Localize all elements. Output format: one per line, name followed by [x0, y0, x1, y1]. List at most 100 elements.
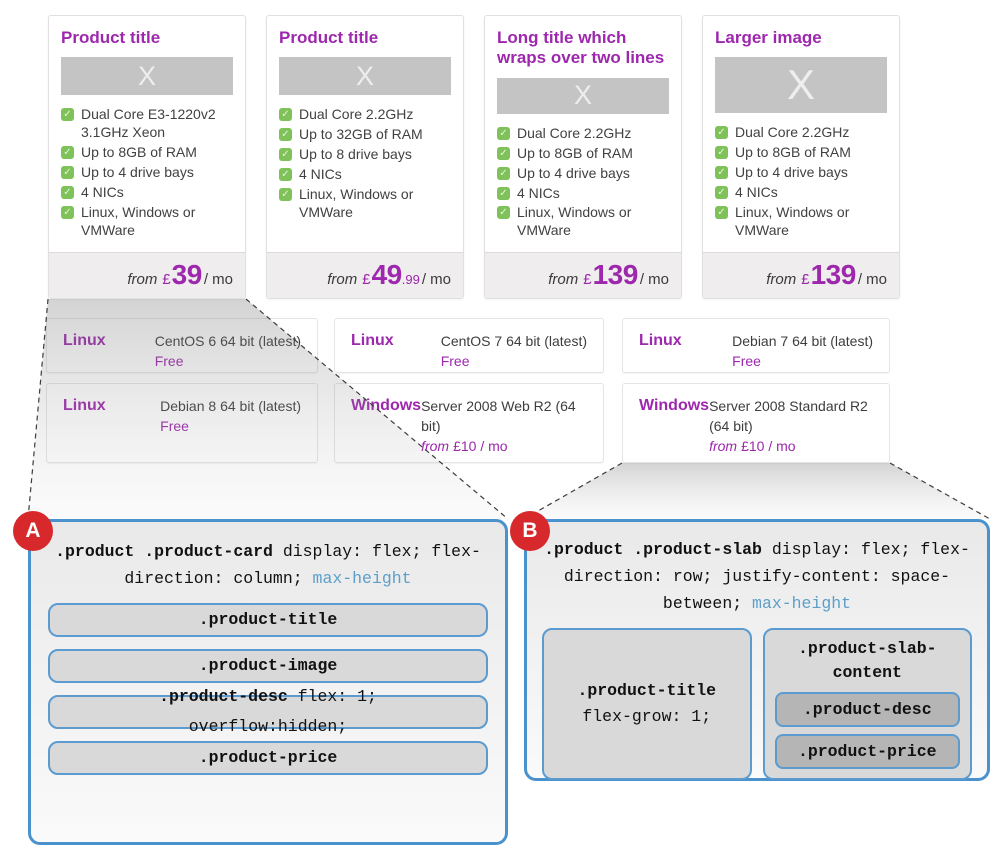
os-version: CentOS 6 64 bit (latest) — [154, 333, 301, 349]
check-icon: ✓ — [497, 206, 510, 220]
feature-text: 4 NICs — [735, 184, 778, 201]
feature-item: ✓Dual Core 2.2GHz — [279, 106, 451, 124]
check-icon: ✓ — [61, 108, 74, 122]
os-slab-centos7[interactable]: Linux CentOS 7 64 bit (latest) Free — [334, 318, 604, 373]
product-card-2[interactable]: Product title X ✓Dual Core 2.2GHz ✓Up to… — [266, 15, 464, 299]
product-feature-list: ✓Dual Core E3-1220v2 3.1GHz Xeon ✓Up to … — [61, 106, 233, 239]
feature-text: Linux, Windows or VMWare — [299, 186, 414, 220]
feature-item: ✓Up to 4 drive bays — [715, 164, 887, 182]
css-props: flex-grow: 1; — [582, 707, 712, 726]
feature-text: 4 NICs — [517, 184, 560, 201]
os-slab-server2008-standard[interactable]: Windows Server 2008 Standard R2 (64 bit)… — [622, 383, 890, 463]
callout-funnel-b — [524, 463, 990, 519]
product-price: from£139/ mo — [485, 252, 681, 298]
check-icon: ✓ — [497, 126, 510, 140]
os-slab-centos6[interactable]: Linux CentOS 6 64 bit (latest) Free — [46, 318, 318, 373]
feature-item: ✓Up to 8GB of RAM — [497, 145, 669, 163]
os-price-value: Free — [732, 352, 761, 369]
css-selector: .product-title — [577, 681, 717, 700]
feature-item: ✓Up to 8GB of RAM — [715, 144, 887, 162]
price-per-label: / mo — [857, 271, 887, 288]
price-amount: 139 — [592, 259, 639, 290]
price-from-label: from — [548, 271, 579, 288]
feature-item: ✓Up to 8GB of RAM — [61, 144, 233, 162]
check-icon: ✓ — [715, 186, 728, 200]
price-currency: £ — [162, 271, 171, 288]
feature-item: ✓4 NICs — [279, 166, 451, 184]
feature-text: Up to 8GB of RAM — [517, 144, 633, 161]
price-currency: £ — [583, 271, 592, 288]
price-amount: 49 — [371, 259, 403, 290]
check-icon: ✓ — [715, 166, 728, 180]
diagram-b-css-rule: .product .product-slab display: flex; fl… — [542, 536, 972, 617]
os-price-from: from — [421, 437, 450, 454]
os-slab-server2008-web[interactable]: Windows Server 2008 Web R2 (64 bit)from£… — [334, 383, 604, 463]
css-selector: .product .product-card — [55, 542, 273, 561]
image-x-glyph: X — [137, 60, 156, 91]
price-amount: 139 — [810, 259, 857, 290]
product-feature-list: ✓Dual Core 2.2GHz ✓Up to 8GB of RAM ✓Up … — [497, 125, 669, 240]
product-card-body: Larger image X ✓Dual Core 2.2GHz ✓Up to … — [703, 16, 899, 240]
os-slab-desc: CentOS 6 64 bit (latest) Free — [155, 332, 301, 372]
os-label: Linux — [63, 332, 106, 349]
check-icon: ✓ — [715, 206, 728, 220]
check-icon: ✓ — [715, 146, 728, 160]
os-version: CentOS 7 64 bit (latest) — [440, 333, 587, 349]
check-icon: ✓ — [61, 186, 74, 200]
css-props: flex: 1; overflow:hidden; — [188, 687, 377, 736]
os-slab-debian8[interactable]: Linux Debian 8 64 bit (latest)Free — [46, 383, 318, 463]
check-icon: ✓ — [61, 205, 74, 219]
feature-item: ✓Up to 32GB of RAM — [279, 126, 451, 144]
feature-item: ✓4 NICs — [497, 185, 669, 203]
product-image-placeholder: X — [279, 57, 451, 96]
product-image-placeholder: X — [715, 57, 887, 114]
diagram-box-product-desc: .product-desc flex: 1; overflow:hidden; — [48, 687, 488, 736]
product-card-4[interactable]: Larger image X ✓Dual Core 2.2GHz ✓Up to … — [702, 15, 900, 299]
price-decimals: .99 — [401, 272, 420, 287]
os-price-value: £10 / mo — [453, 437, 508, 454]
os-version: Server 2008 Standard R2 (64 bit) — [709, 398, 868, 434]
os-slab-desc: Server 2008 Standard R2 (64 bit) from£10 … — [709, 397, 873, 457]
os-price-value: £10 / mo — [741, 437, 796, 454]
os-slab-desc: CentOS 7 64 bit (latest) Free — [441, 332, 587, 372]
os-price-value: Free — [154, 352, 184, 369]
check-icon: ✓ — [61, 146, 74, 160]
css-props: display: flex; flex-direction: row; just… — [563, 540, 970, 613]
feature-text: Up to 4 drive bays — [517, 164, 630, 181]
feature-text: Linux, Windows or VMWare — [735, 204, 850, 238]
product-price: from£139/ mo — [703, 252, 899, 298]
css-props: display: flex; flex-direction: column; — [124, 542, 481, 588]
callout-dash-line — [889, 462, 991, 520]
badge-a: A — [13, 511, 53, 551]
os-label: Linux — [639, 332, 682, 349]
product-price: from£39/ mo — [49, 252, 245, 298]
os-slab-desc: Server 2008 Web R2 (64 bit)from£10 / mo — [421, 397, 587, 457]
os-price: from£10 / mo — [709, 437, 873, 457]
diagram-a-css-rule: .product .product-card display: flex; fl… — [53, 538, 483, 592]
os-price: Free — [441, 352, 587, 372]
diagram-box-product-price: .product-price — [48, 741, 488, 775]
os-label: Linux — [351, 332, 394, 349]
product-feature-list: ✓Dual Core 2.2GHz ✓Up to 32GB of RAM ✓Up… — [279, 106, 451, 221]
feature-item: ✓Dual Core 2.2GHz — [497, 125, 669, 143]
os-price: Free — [160, 417, 301, 437]
product-card-1[interactable]: Product title X ✓Dual Core E3-1220v2 3.1… — [48, 15, 246, 299]
diagram-box-product-price: .product-price — [774, 734, 960, 769]
os-slab-desc: Debian 7 64 bit (latest)Free — [732, 332, 873, 372]
product-card-body: Product title X ✓Dual Core 2.2GHz ✓Up to… — [267, 16, 463, 222]
check-icon: ✓ — [61, 166, 74, 180]
check-icon: ✓ — [279, 148, 292, 162]
os-slab-debian7[interactable]: Linux Debian 7 64 bit (latest)Free — [622, 318, 890, 373]
os-price-value: Free — [160, 417, 189, 434]
feature-item: ✓Linux, Windows or VMWare — [279, 186, 451, 222]
css-selector: .product-desc — [159, 687, 288, 706]
price-currency: £ — [362, 271, 371, 288]
os-version: Debian 8 64 bit (latest) — [160, 398, 301, 414]
product-card-3[interactable]: Long title which wraps over two lines X … — [484, 15, 682, 299]
image-x-glyph: X — [355, 60, 374, 91]
image-x-glyph: X — [573, 80, 592, 111]
diagram-box-product-title: .product-title — [48, 603, 488, 637]
feature-item: ✓Linux, Windows or VMWare — [497, 204, 669, 240]
price-currency: £ — [801, 271, 810, 288]
